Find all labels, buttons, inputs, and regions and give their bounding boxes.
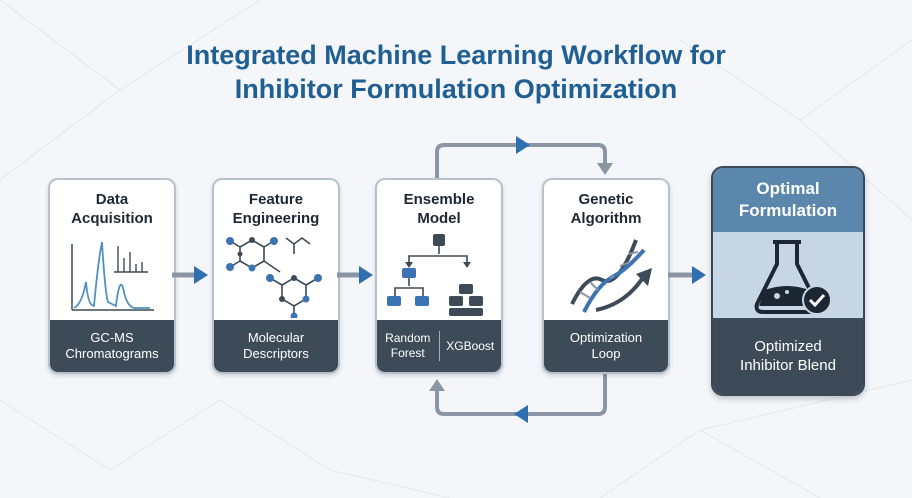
loop-bottom-head-blue <box>514 405 528 423</box>
loop-top-head-blue <box>516 136 530 154</box>
molecule-icon <box>226 237 322 318</box>
step-title: Ensemble Model <box>403 191 475 227</box>
title-line-1: Integrated Machine Learning Workflow for <box>186 40 726 70</box>
diagram-title: Integrated Machine Learning Workflow for… <box>0 38 912 106</box>
step-card-optimal-formulation[interactable]: Optimal Formulation Optimized Inhibitor … <box>711 166 865 396</box>
step-card-genetic-algorithm[interactable]: Genetic Algorithm Optimization Loop <box>542 178 670 374</box>
decision-tree-icon <box>387 234 483 316</box>
flask-check-icon <box>754 240 832 315</box>
flow-arrow-1 <box>172 266 208 284</box>
model-xgboost: XGBoost <box>446 338 495 353</box>
step-footer: Optimization Loop <box>544 320 668 372</box>
step-card-ensemble-model[interactable]: Ensemble Model Random Forest XGBoost <box>375 178 503 374</box>
step-card-feature-engineering[interactable]: Feature Engineering Molecular <box>212 178 340 374</box>
flow-arrow-2 <box>337 266 373 284</box>
title-line-2: Inhibitor Formulation Optimization <box>234 74 678 104</box>
step-footer: Molecular Descriptors <box>214 320 338 372</box>
loop-bottom-head-gray <box>429 379 445 391</box>
step-title: Optimal Formulation <box>713 168 863 232</box>
step-footer: Random Forest XGBoost <box>377 320 501 372</box>
step-title: Feature Engineering <box>232 191 320 227</box>
dna-helix-icon <box>570 239 652 313</box>
loop-top-head-gray <box>597 163 613 175</box>
step-footer: GC-MS Chromatograms <box>50 320 174 372</box>
step-card-data-acquisition[interactable]: Data Acquisition GC-MS Chromatograms <box>48 178 176 374</box>
footer-divider <box>438 331 440 361</box>
step-title: Genetic Algorithm <box>570 191 642 227</box>
loop-bottom-arrow <box>435 374 607 416</box>
chromatogram-icon <box>71 241 154 311</box>
step-title: Data Acquisition <box>71 191 153 227</box>
model-random-forest: Random Forest <box>385 331 431 360</box>
flow-arrow-3 <box>668 266 706 284</box>
step-footer: Optimized Inhibitor Blend <box>713 318 863 394</box>
